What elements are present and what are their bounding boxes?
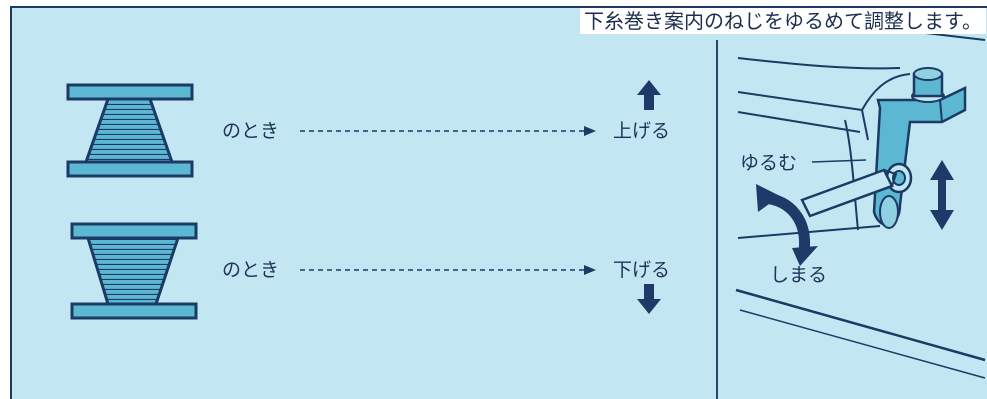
rotation-arrow-icon	[756, 184, 818, 266]
loosen-label: ゆるむ	[740, 152, 798, 174]
action-label-raise: 上げる	[613, 120, 671, 142]
arrow-up-icon	[637, 80, 661, 110]
panel-divider	[716, 40, 718, 399]
tighten-label: しまる	[770, 264, 828, 286]
bobbin-wide-bottom-icon	[66, 83, 194, 178]
condition-label-wide-top: のとき	[222, 259, 280, 281]
leader-arrowhead-lower-icon	[584, 265, 596, 275]
leader-arrowhead-raise-icon	[584, 126, 596, 136]
instruction-title: 下糸巻き案内のねじをゆるめて調整します。	[580, 8, 986, 34]
adjust-up-down-arrow-icon	[930, 160, 954, 230]
bobbin-wide-top-icon	[70, 222, 198, 320]
condition-label-wide-bottom: のとき	[222, 120, 280, 142]
action-label-lower: 下げる	[613, 259, 671, 281]
arrow-down-icon	[637, 284, 661, 314]
